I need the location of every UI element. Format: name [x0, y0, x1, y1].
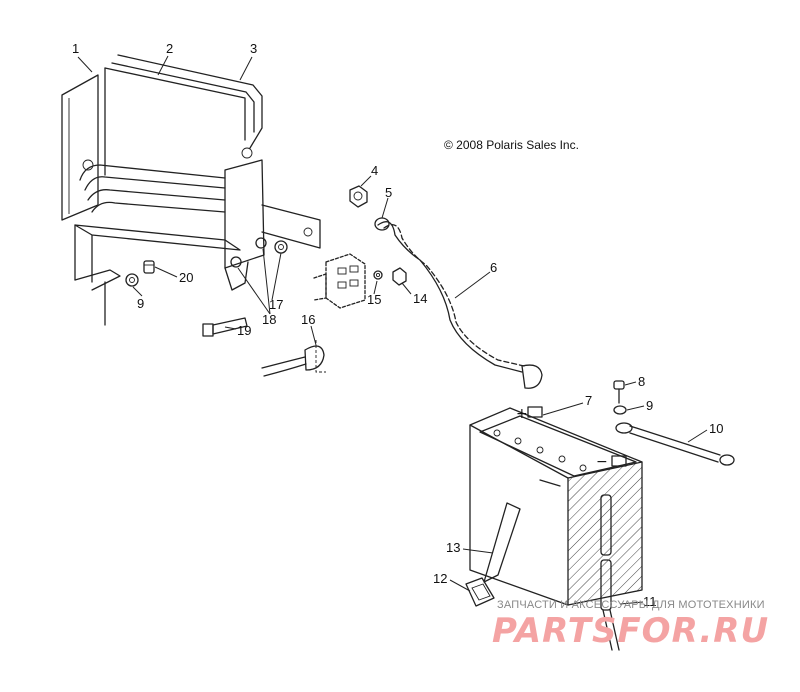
- callout-18: 18: [262, 312, 276, 327]
- battery-tray: [74, 147, 321, 326]
- callout-2: 2: [166, 41, 173, 56]
- callout-9-left: 9: [137, 296, 144, 311]
- positive-cable: [374, 217, 543, 389]
- callout-6: 6: [490, 260, 497, 275]
- nut-4: [349, 185, 368, 208]
- watermark-tagline: ЗАПЧАСТИ И АКСЕССУАРЫ ДЛЯ МОТОТЕХНИКИ: [497, 599, 765, 611]
- tray-fasteners-left: [125, 260, 155, 287]
- callout-3: 3: [250, 41, 257, 56]
- watermark-brand: PARTSFOR.RU: [492, 611, 769, 651]
- negative-hardware: [613, 380, 735, 466]
- callout-11: 11: [643, 594, 657, 609]
- callout-12: 12: [433, 571, 447, 586]
- callout-15: 15: [367, 292, 381, 307]
- terminal-block: [313, 253, 407, 309]
- callout-14: 14: [413, 291, 427, 306]
- callout-19: 19: [237, 323, 251, 338]
- callout-9-right: 9: [646, 398, 653, 413]
- callout-5: 5: [385, 185, 392, 200]
- callout-16: 16: [301, 312, 315, 327]
- copyright-text: © 2008 Polaris Sales Inc.: [444, 138, 579, 152]
- callout-labels: 1 2 3 4 5 6 7 8 9 10 11 12 13 14 15 16 1…: [72, 41, 723, 609]
- callout-13: 13: [446, 540, 460, 555]
- callout-20: 20: [179, 270, 193, 285]
- negative-terminal-label: −: [596, 454, 608, 470]
- battery: + −: [469, 406, 643, 606]
- callout-8: 8: [638, 374, 645, 389]
- ground-cable: [261, 340, 326, 377]
- watermark: ЗАПЧАСТИ И АКСЕССУАРЫ ДЛЯ МОТОТЕХНИКИ PA…: [492, 599, 769, 651]
- battery-straps: [465, 494, 620, 651]
- leader-lines: [77, 55, 708, 605]
- callout-1: 1: [72, 41, 79, 56]
- callout-10: 10: [709, 421, 723, 436]
- positive-terminal-label: +: [516, 406, 528, 422]
- callout-7: 7: [585, 393, 592, 408]
- bolt-washer-group: [202, 237, 288, 337]
- callout-17: 17: [269, 297, 283, 312]
- callout-4: 4: [371, 163, 378, 178]
